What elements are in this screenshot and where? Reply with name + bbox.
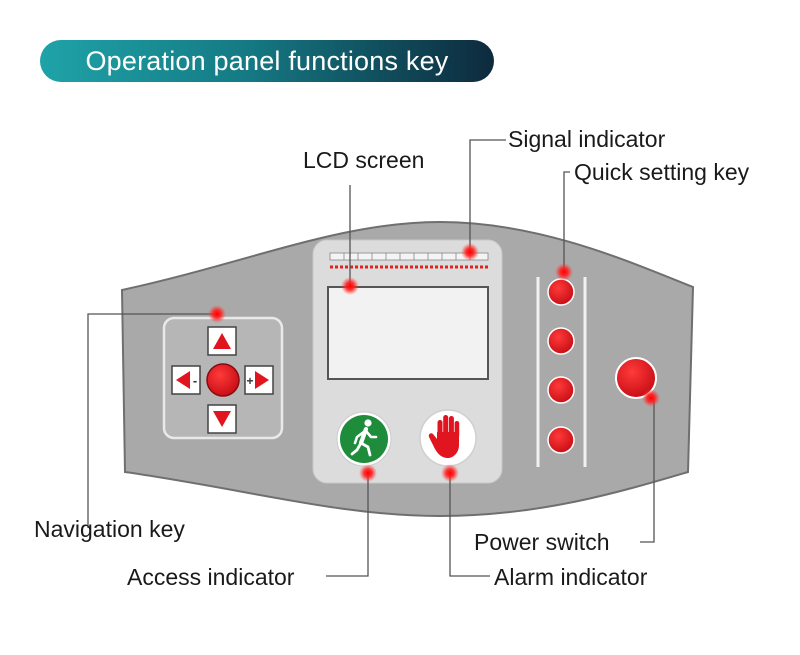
nav-center-button[interactable]: [206, 363, 240, 397]
lcd-screen-label: LCD screen: [303, 147, 425, 173]
quick-setting-key-label: Quick setting key: [574, 159, 750, 185]
quick-setting-keys: [536, 277, 587, 467]
power-switch[interactable]: [615, 357, 657, 399]
down-arrow-icon: [213, 411, 231, 427]
quick-setting-key-4[interactable]: [547, 426, 575, 454]
quick-setting-key-2[interactable]: [547, 327, 575, 355]
stop-hand-icon: [428, 415, 460, 458]
marker-dots: [208, 243, 660, 482]
nav-down-button[interactable]: [207, 404, 237, 434]
center-module: [312, 239, 503, 484]
up-arrow-icon: [213, 333, 231, 349]
signal-indicator-label: Signal indicator: [508, 126, 666, 152]
alarm-indicator-button: [419, 409, 477, 467]
nav-left-button[interactable]: -: [171, 365, 201, 395]
left-arrow-icon: [176, 371, 190, 389]
navigation-key-label: Navigation key: [34, 516, 185, 542]
alarm-indicator-label: Alarm indicator: [494, 564, 648, 590]
quick-setting-key-1[interactable]: [547, 278, 575, 306]
power-switch-label: Power switch: [474, 529, 610, 555]
nav-right-button[interactable]: +: [244, 365, 274, 395]
access-indicator-label: Access indicator: [127, 564, 295, 590]
navigation-pad: - +: [162, 316, 284, 440]
nav-up-button[interactable]: [207, 326, 237, 356]
title-banner: Operation panel functions key: [40, 40, 494, 82]
quick-setting-key-3[interactable]: [547, 376, 575, 404]
right-arrow-icon: [255, 371, 269, 389]
walking-person-icon: [350, 419, 378, 457]
minus-symbol: -: [193, 373, 197, 388]
access-indicator-button: [336, 411, 392, 467]
lcd-screen: [327, 286, 489, 380]
plus-symbol: +: [246, 374, 253, 388]
